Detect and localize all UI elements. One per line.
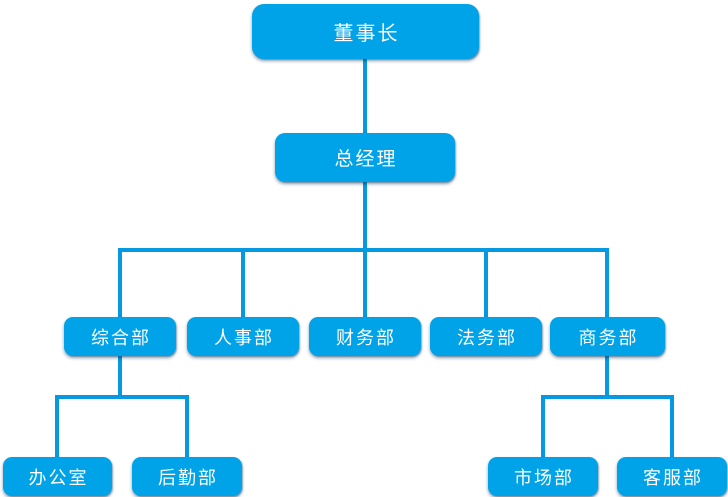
line-drop-shichangbu <box>541 397 545 457</box>
org-node-label-general-manager: 总经理 <box>334 148 398 170</box>
line-drop-zonghebu <box>118 250 122 317</box>
org-node-fawubu: 法务部 <box>430 317 542 356</box>
org-node-label-houqinbu: 后勤部 <box>158 467 218 489</box>
line-drop-caiwubu <box>363 250 367 317</box>
line-drop-bangongshi <box>55 397 59 457</box>
line-left-bus <box>55 395 189 399</box>
org-node-shangwubu: 商务部 <box>550 317 665 356</box>
org-node-label-shichangbu: 市场部 <box>514 467 574 489</box>
org-node-chairman: 董事长 <box>252 4 479 59</box>
org-node-label-caiwubu: 财务部 <box>336 327 396 349</box>
org-node-general-manager: 总经理 <box>275 133 455 182</box>
line-zonghebu-stem <box>118 355 122 397</box>
line-drop-kefubu <box>670 397 674 457</box>
org-node-shichangbu: 市场部 <box>488 457 598 496</box>
line-drop-fawubu <box>484 250 488 317</box>
line-drop-shangwubu <box>605 250 609 317</box>
org-node-label-chairman: 董事长 <box>333 21 400 45</box>
org-node-label-bangongshi: 办公室 <box>28 467 89 489</box>
org-node-label-kefubu: 客服部 <box>643 467 703 489</box>
org-node-kefubu: 客服部 <box>617 457 727 496</box>
org-node-houqinbu: 后勤部 <box>132 457 242 496</box>
line-shangwubu-stem <box>605 355 609 397</box>
line-drop-houqinbu <box>185 397 189 457</box>
org-node-renshibu: 人事部 <box>187 317 299 356</box>
line-gm-stem <box>363 181 367 251</box>
org-node-caiwubu: 财务部 <box>309 317 421 356</box>
line-drop-renshibu <box>241 250 245 317</box>
line-chairman-to-gm <box>363 58 367 134</box>
org-node-label-shangwubu: 商务部 <box>578 327 639 349</box>
org-node-label-renshibu: 人事部 <box>214 327 274 349</box>
org-node-bangongshi: 办公室 <box>3 457 112 496</box>
org-node-zonghebu: 综合部 <box>64 317 176 356</box>
org-node-label-zonghebu: 综合部 <box>91 327 151 349</box>
org-node-label-fawubu: 法务部 <box>457 327 517 349</box>
line-right-bus <box>541 395 674 399</box>
